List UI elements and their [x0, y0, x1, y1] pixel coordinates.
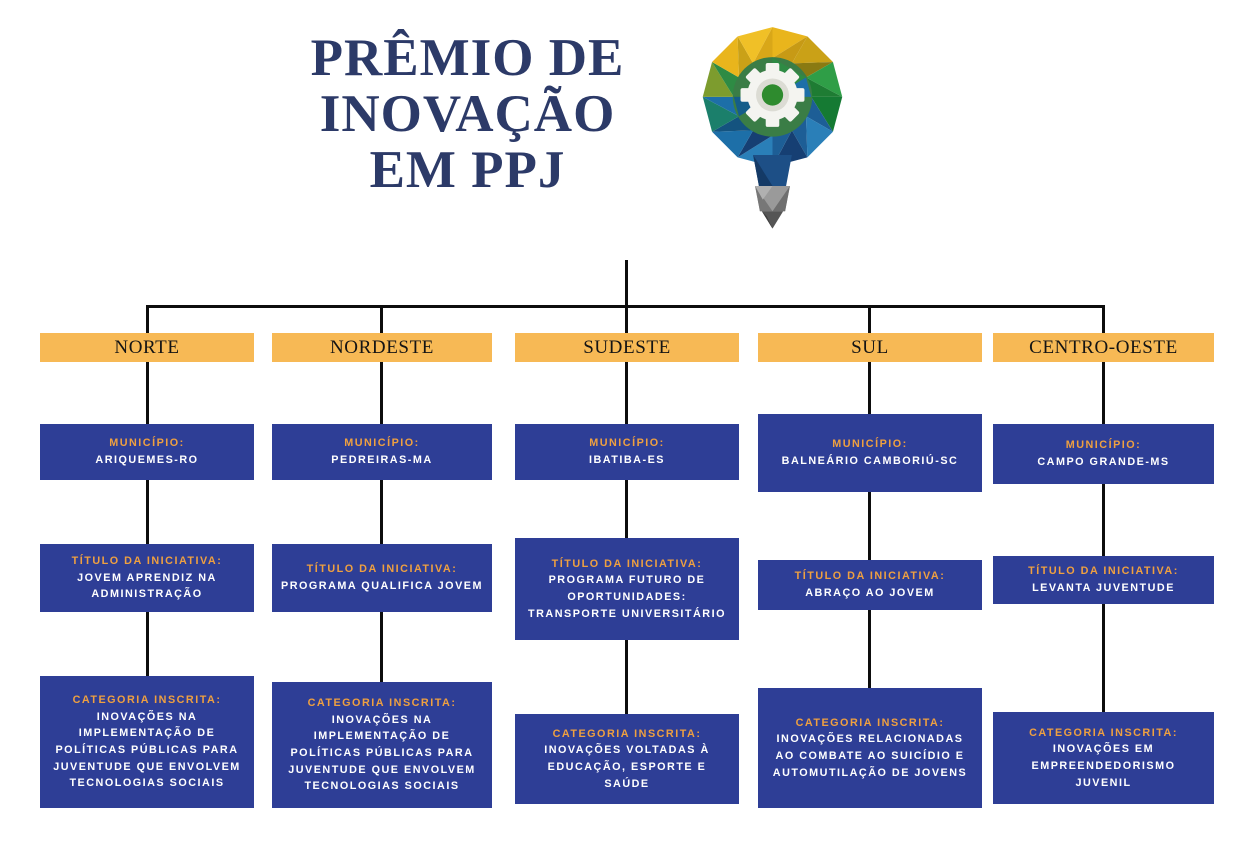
categoria-value: INOVAÇÕES RELACIONADAS AO COMBATE AO SUI… — [772, 733, 968, 779]
municipio-label: MUNICÍPIO: — [1065, 439, 1142, 452]
categoria-label: CATEGORIA INSCRITA: — [307, 696, 457, 709]
municipio-value: CAMPO GRANDE-MS — [1037, 456, 1170, 468]
categoria-value: INOVAÇÕES VOLTADAS À EDUCAÇÃO, ESPORTE E… — [544, 744, 710, 790]
region-header-sudeste: SUDESTE — [515, 333, 739, 362]
region-header-nordeste: NORDESTE — [272, 333, 492, 362]
categoria-value: INOVAÇÕES EM EMPREENDEDORISMO JUVENIL — [1031, 743, 1176, 789]
region-header-sul: SUL — [758, 333, 982, 362]
page-title: PRÊMIO DE INOVAÇÃO EM PPJ — [240, 30, 695, 199]
categoria-value: INOVAÇÕES NA IMPLEMENTAÇÃO DE POLÍTICAS … — [288, 713, 476, 793]
titulo-label: TÍTULO DA INICIATIVA: — [1028, 565, 1179, 578]
titulo-label: TÍTULO DA INICIATIVA: — [306, 563, 458, 576]
categoria-label: CATEGORIA INSCRITA: — [795, 716, 945, 729]
categoria-box: CATEGORIA INSCRITA: INOVAÇÕES NA IMPLEME… — [40, 676, 254, 808]
region-header-centro-oeste: CENTRO-OESTE — [993, 333, 1214, 362]
municipio-value: IBATIBA-ES — [589, 454, 665, 466]
titulo-box: TÍTULO DA INICIATIVA: LEVANTA JUVENTUDE — [993, 556, 1214, 604]
categoria-label: CATEGORIA INSCRITA: — [1029, 726, 1178, 739]
categoria-label: CATEGORIA INSCRITA: — [72, 693, 222, 706]
titulo-box: TÍTULO DA INICIATIVA: JOVEM APRENDIZ NA … — [40, 544, 254, 612]
municipio-value: ARIQUEMES-RO — [95, 454, 199, 466]
categoria-box: CATEGORIA INSCRITA: INOVAÇÕES RELACIONAD… — [758, 688, 982, 808]
municipio-box: MUNICÍPIO: PEDREIRAS-MA — [272, 424, 492, 480]
municipio-value: PEDREIRAS-MA — [331, 454, 433, 466]
region-header-norte: NORTE — [40, 333, 254, 362]
column-connector-line — [868, 305, 871, 725]
titulo-label: TÍTULO DA INICIATIVA: — [551, 557, 703, 570]
titulo-value: PROGRAMA FUTURO DE OPORTUNIDADES: TRANSP… — [528, 574, 726, 620]
municipio-box: MUNICÍPIO: ARIQUEMES-RO — [40, 424, 254, 480]
root-connector-line — [625, 260, 628, 308]
page-title-line: EM PPJ — [369, 141, 566, 200]
column-connector-line — [380, 305, 383, 725]
categoria-label: CATEGORIA INSCRITA: — [552, 727, 702, 740]
municipio-label: MUNICÍPIO: — [344, 437, 420, 450]
titulo-value: JOVEM APRENDIZ NA ADMINISTRAÇÃO — [77, 571, 217, 601]
categoria-box: CATEGORIA INSCRITA: INOVAÇÕES VOLTADAS À… — [515, 714, 739, 804]
municipio-box: MUNICÍPIO: BALNEÁRIO CAMBORIÚ-SC — [758, 414, 982, 492]
column-connector-line — [146, 305, 149, 725]
titulo-value: PROGRAMA QUALIFICA JOVEM — [281, 580, 483, 592]
categoria-box: CATEGORIA INSCRITA: INOVAÇÕES EM EMPREEN… — [993, 712, 1214, 804]
titulo-value: ABRAÇO AO JOVEM — [805, 587, 935, 599]
titulo-value: LEVANTA JUVENTUDE — [1032, 582, 1175, 594]
municipio-label: MUNICÍPIO: — [589, 437, 665, 450]
titulo-box: TÍTULO DA INICIATIVA: PROGRAMA QUALIFICA… — [272, 544, 492, 612]
lightbulb-gear-logo-icon — [702, 27, 843, 229]
categoria-value: INOVAÇÕES NA IMPLEMENTAÇÃO DE POLÍTICAS … — [53, 710, 241, 790]
titulo-label: TÍTULO DA INICIATIVA: — [794, 570, 946, 583]
page-title-line: PRÊMIO DE — [310, 29, 625, 87]
municipio-box: MUNICÍPIO: IBATIBA-ES — [515, 424, 739, 480]
municipio-label: MUNICÍPIO: — [109, 437, 185, 450]
column-connector-line — [625, 305, 628, 725]
categoria-box: CATEGORIA INSCRITA: INOVAÇÕES NA IMPLEME… — [272, 682, 492, 808]
municipio-label: MUNICÍPIO: — [832, 438, 908, 451]
column-connector-line — [1102, 305, 1105, 725]
page-title-line: INOVAÇÃO — [319, 85, 616, 144]
titulo-box: TÍTULO DA INICIATIVA: ABRAÇO AO JOVEM — [758, 560, 982, 610]
titulo-label: TÍTULO DA INICIATIVA: — [71, 554, 223, 567]
municipio-box: MUNICÍPIO: CAMPO GRANDE-MS — [993, 424, 1214, 484]
municipio-value: BALNEÁRIO CAMBORIÚ-SC — [781, 455, 959, 467]
titulo-box: TÍTULO DA INICIATIVA: PROGRAMA FUTURO DE… — [515, 538, 739, 640]
